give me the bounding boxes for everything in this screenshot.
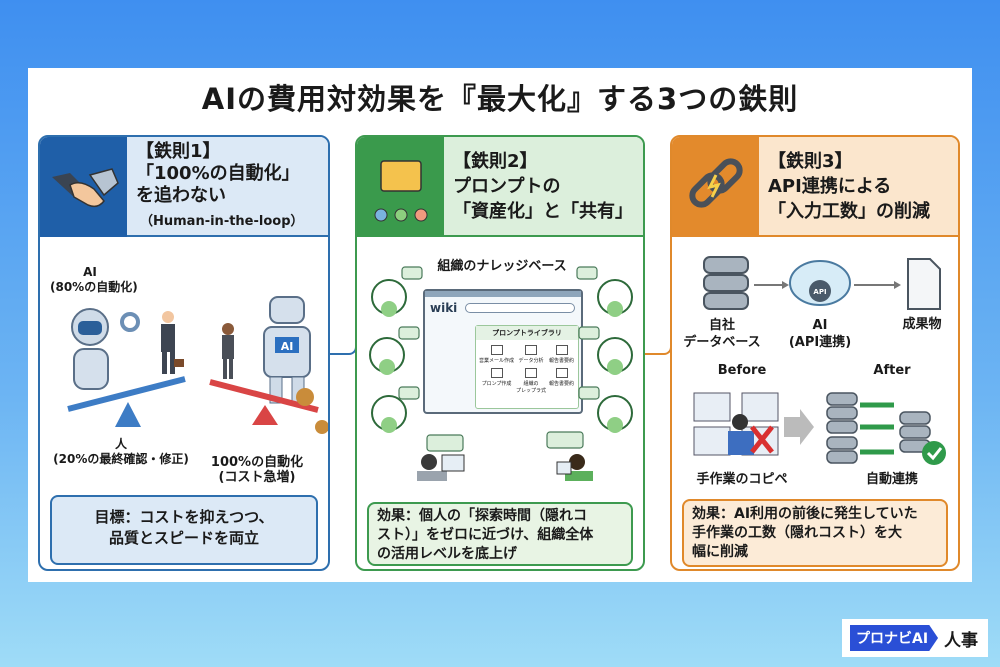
human-20-label: 人 (20%の最終確認・修正) bbox=[53, 437, 189, 466]
rule-number: 【鉄則2】 bbox=[453, 151, 538, 172]
shared-folder-icon bbox=[357, 137, 444, 237]
money-bag-icon bbox=[315, 420, 328, 434]
auto-sync-label: 自動連携 bbox=[865, 472, 918, 487]
rule-3-effect: 効果：AI利用の前後に発生していた 手作業の工数（隠れコスト）を大 幅に削減 bbox=[682, 499, 948, 567]
seesaw-blue bbox=[67, 376, 186, 412]
wiki-window: wiki プロンプトライブラリ 営業メール作成 データ分析 報告書要約 プロンプ… bbox=[423, 289, 583, 414]
full-automation-label: 100%の自動化 (コスト急増) bbox=[210, 455, 304, 485]
output-label: 成果物 bbox=[902, 317, 942, 332]
robot-icon bbox=[71, 308, 140, 390]
rule-2-header: 【鉄則2】 プロンプトの 「資産化」と「共有」 bbox=[357, 137, 643, 237]
rule-heading: 「100%の自動化」 を追わない bbox=[136, 163, 300, 206]
prompt-library: プロンプトライブラリ 営業メール作成 データ分析 報告書要約 プロンプ作成 組織… bbox=[475, 325, 579, 409]
person-tablet-icon bbox=[556, 454, 593, 481]
api-flow-illustration: API bbox=[693, 256, 946, 465]
prompt-item[interactable]: 報告書要約 bbox=[548, 366, 575, 394]
manual-copy-illustration bbox=[693, 392, 779, 456]
rule-1-title: 【鉄則1】 「100%の自動化」 を追わない bbox=[136, 141, 300, 207]
gray-arrow bbox=[784, 409, 814, 445]
rule-heading: API連携による 「入力工数」の削減 bbox=[768, 176, 930, 222]
ai-80-label: AI (80%の自動化) bbox=[50, 265, 138, 294]
document-icon bbox=[907, 258, 941, 310]
cloud-api-icon: API bbox=[789, 260, 851, 306]
prompt-item[interactable]: データ分析 bbox=[516, 343, 546, 364]
chain-link-icon bbox=[672, 137, 759, 237]
seesaw-illustration: AI bbox=[67, 296, 328, 434]
rule-3-header: 【鉄則3】 API連携による 「入力工数」の削減 bbox=[672, 137, 958, 237]
prompt-library-grid: 営業メール作成 データ分析 報告書要約 プロンプ作成 組織の プレップラ式 報告… bbox=[476, 340, 578, 397]
connector-1-2 bbox=[330, 185, 357, 355]
page-title: AIの費用対効果を『最大化』する3つの鉄則 bbox=[201, 82, 799, 116]
api-badge-text: API bbox=[813, 288, 826, 296]
manual-copy-label: 手作業のコピペ bbox=[696, 472, 788, 487]
connector-2-3 bbox=[645, 185, 672, 355]
prompt-library-title: プロンプトライブラリ bbox=[476, 326, 578, 340]
brand-badge: プロナビAI bbox=[850, 625, 939, 651]
wiki-logo: wiki bbox=[430, 301, 458, 315]
seesaw-red bbox=[209, 379, 319, 413]
brand-suffix: 人事 bbox=[944, 630, 979, 651]
rule-1-goal: 目標：コストを抑えつつ、 品質とスピードを両立 bbox=[50, 495, 318, 565]
rule-2-effect: 効果：個人の「探索時間（隠れコ スト）」をゼロに近づけ、組織全体 の活用レベルを… bbox=[367, 502, 633, 566]
before-label: Before bbox=[717, 363, 767, 378]
cross-icon bbox=[750, 425, 774, 454]
large-robot-icon: AI bbox=[263, 296, 311, 404]
check-icon bbox=[922, 441, 946, 465]
person-laptop-icon bbox=[417, 454, 465, 481]
database-icon bbox=[703, 256, 749, 310]
wiki-search-input[interactable] bbox=[465, 303, 575, 313]
green-arrows bbox=[860, 402, 894, 455]
rule-card-3: 【鉄則3】 API連携による 「入力工数」の削減 API 自社 データベース A… bbox=[670, 135, 960, 571]
prompt-item[interactable]: プロンプ作成 bbox=[479, 366, 514, 394]
rule-number: 【鉄則3】 bbox=[768, 151, 853, 172]
rule-2-title: 【鉄則2】 プロンプトの 「資産化」と「共有」 bbox=[453, 149, 633, 224]
database-label: 自社 データベース bbox=[683, 318, 761, 350]
rule-card-1: 【鉄則1】 「100%の自動化」 を追わない （Human-in-the-loo… bbox=[38, 135, 330, 571]
rule-1-header: 【鉄則1】 「100%の自動化」 を追わない （Human-in-the-loo… bbox=[40, 137, 328, 237]
rule-3-title: 【鉄則3】 API連携による 「入力工数」の削減 bbox=[768, 149, 930, 224]
prompt-item[interactable]: 組織の プレップラ式 bbox=[516, 366, 546, 394]
prompt-item[interactable]: 営業メール作成 bbox=[479, 343, 514, 364]
rule-heading: プロンプトの 「資産化」と「共有」 bbox=[453, 176, 633, 222]
brand-logo: プロナビAI 人事 bbox=[842, 619, 988, 657]
prompt-item[interactable]: 報告書要約 bbox=[548, 343, 575, 364]
money-bag-icon bbox=[296, 388, 314, 406]
rule-number: 【鉄則1】 bbox=[136, 141, 221, 162]
people-illustration bbox=[369, 266, 633, 481]
rule-1-subtitle: （Human-in-the-loop） bbox=[140, 214, 304, 229]
woman-icon bbox=[222, 323, 234, 379]
knowledge-base-label: 組織のナレッジベース bbox=[437, 259, 567, 274]
rule-card-2: 【鉄則2】 プロンプトの 「資産化」と「共有」 組織のナレッジベース wiki … bbox=[355, 135, 645, 571]
ai-api-label: AI (API連携) bbox=[788, 318, 852, 350]
auto-sync-illustration bbox=[826, 392, 931, 464]
after-label: After bbox=[873, 363, 911, 378]
handshake-icon bbox=[40, 137, 127, 237]
businessman-icon bbox=[161, 311, 184, 374]
robot-badge-text: AI bbox=[281, 340, 294, 353]
